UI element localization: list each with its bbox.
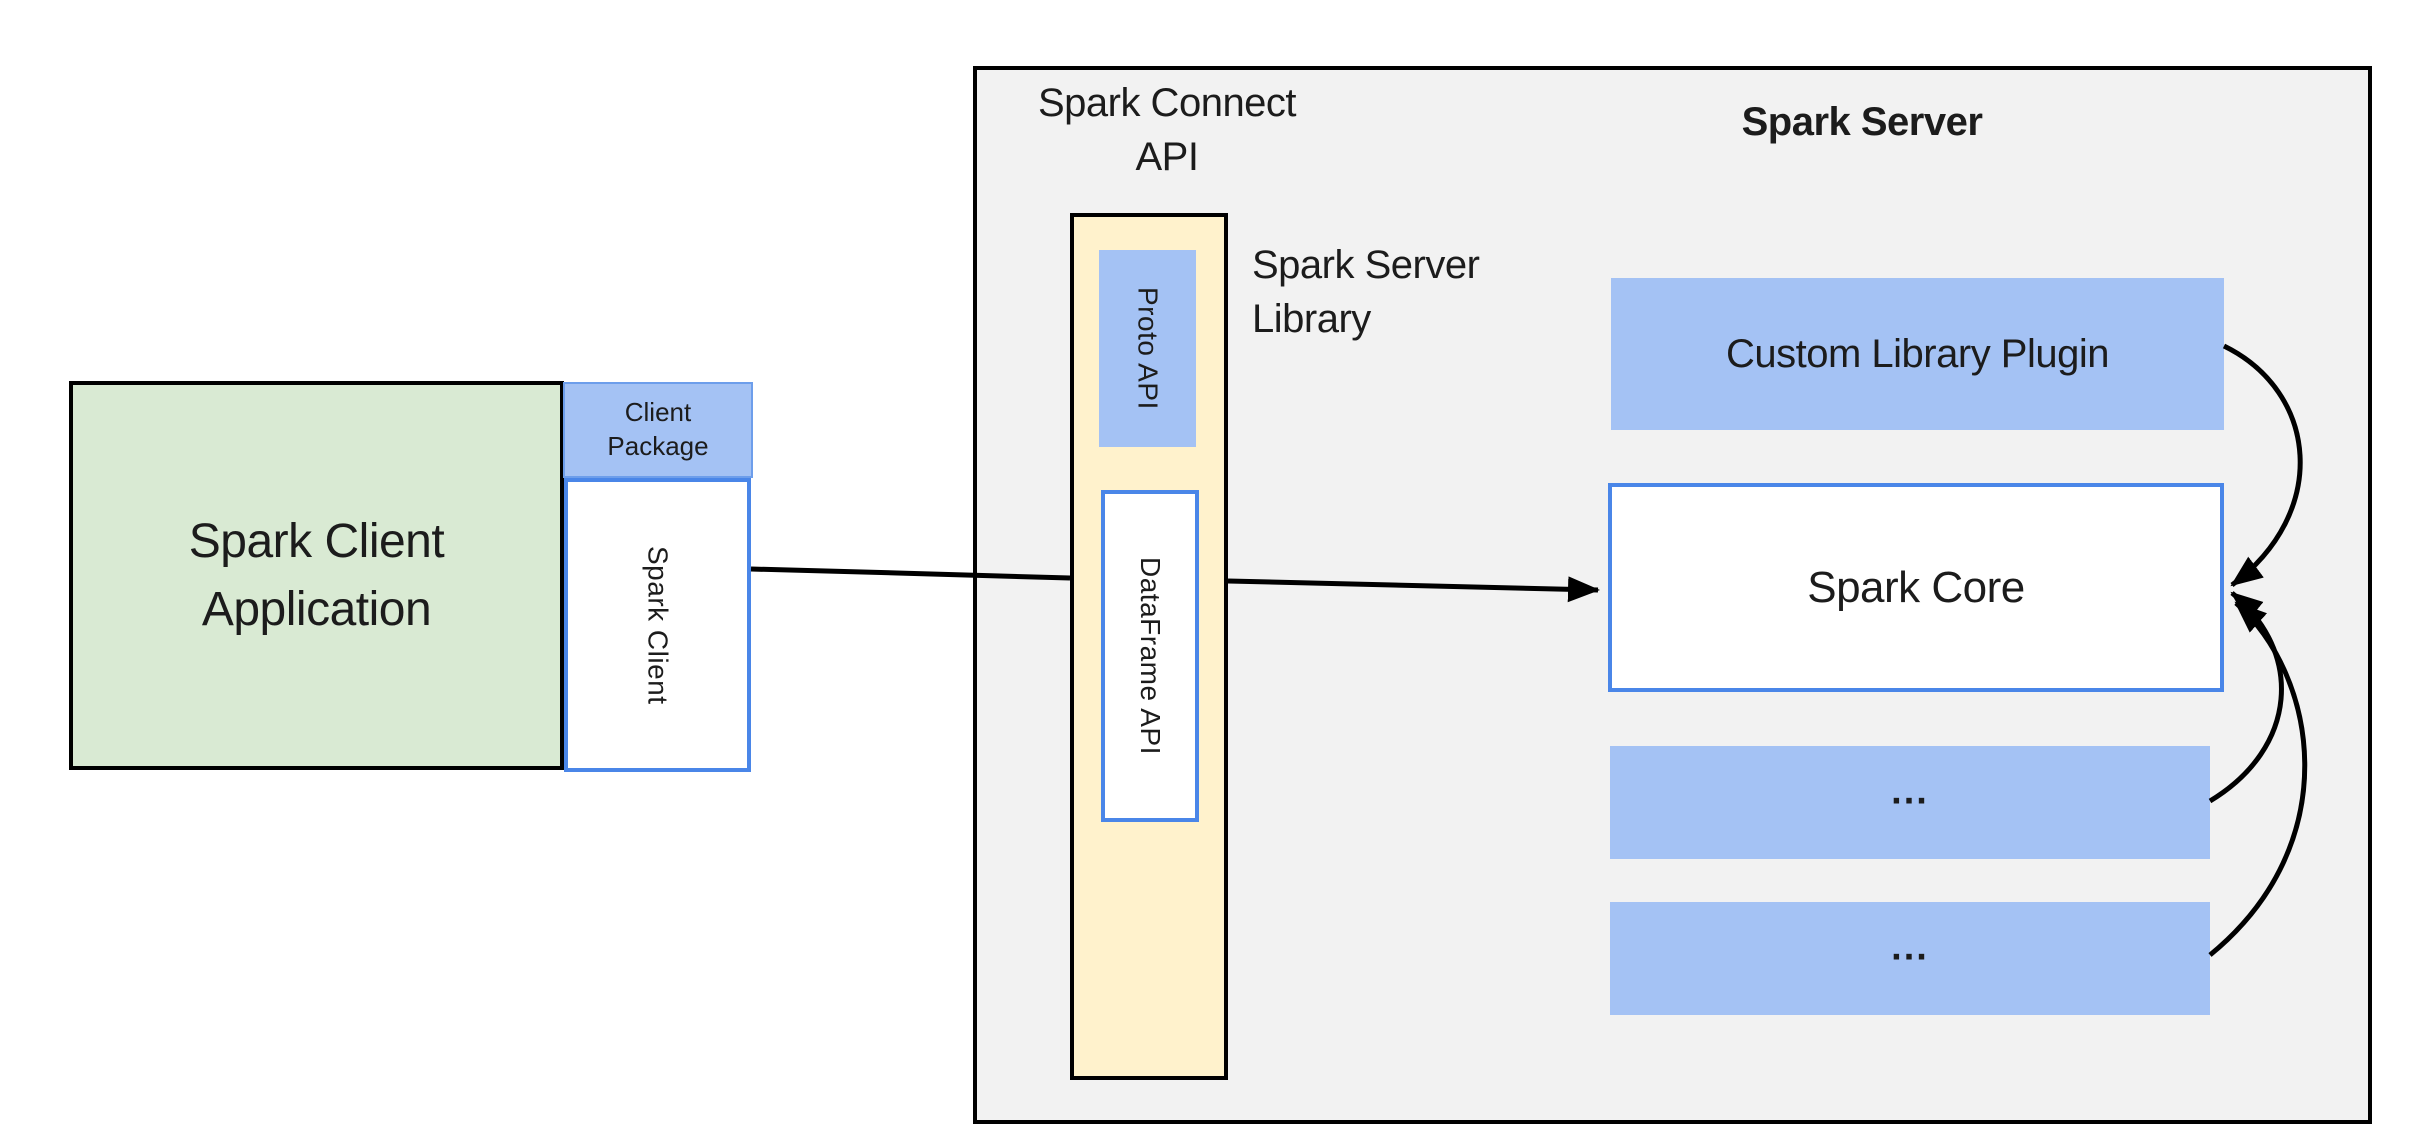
spark-core-box: Spark Core <box>1608 483 2224 692</box>
spark-connect-api-label: Spark Connect API <box>1037 81 1297 179</box>
plugin-slot-1-label: ... <box>1891 770 1929 813</box>
spark-core-label: Spark Core <box>1807 562 2025 612</box>
client-package-label: Client Package <box>607 397 709 461</box>
spark-server-title: Spark Server <box>1741 100 1983 144</box>
dataframe-api-box: DataFrame API <box>1101 490 1199 822</box>
proto-api-label: Proto API <box>1132 287 1164 410</box>
proto-api-box: Proto API <box>1099 250 1196 447</box>
spark-client-application-label: Spark Client Application <box>188 515 445 636</box>
dataframe-api-label: DataFrame API <box>1135 557 1166 755</box>
client-package-box: Client Package <box>563 382 753 478</box>
spark-client-box: Spark Client <box>564 478 751 772</box>
spark-client-application-box: Spark Client Application <box>69 381 564 770</box>
spark-client-label: Spark Client <box>642 545 674 705</box>
plugin-slot-1-box: ... <box>1610 746 2210 859</box>
spark-server-library-label: Spark Server Library <box>1252 243 1480 341</box>
custom-library-plugin-box: Custom Library Plugin <box>1611 278 2224 430</box>
plugin-slot-2-label: ... <box>1891 926 1929 969</box>
custom-library-plugin-label: Custom Library Plugin <box>1726 331 2110 376</box>
plugin-slot-2-box: ... <box>1610 902 2210 1015</box>
